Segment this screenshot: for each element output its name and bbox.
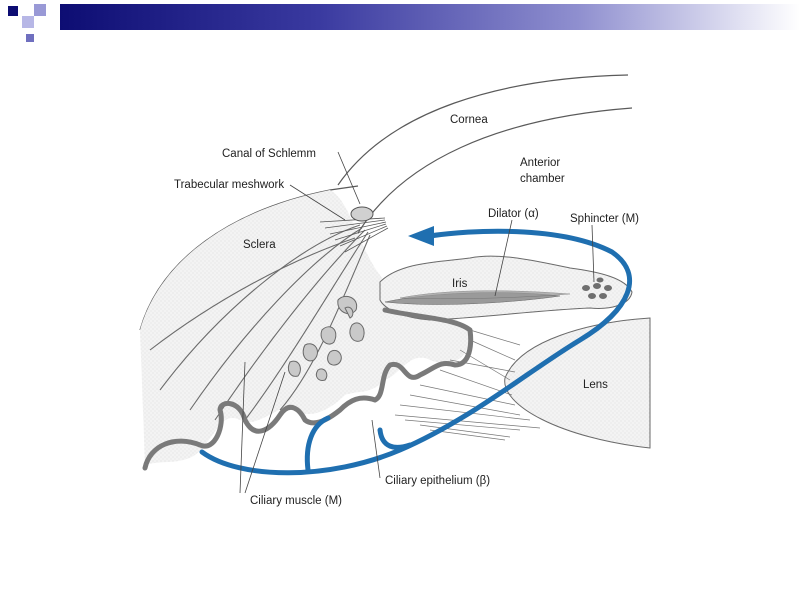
- label-anterior-chamber-line1: Anterior: [520, 157, 560, 169]
- label-canal-of-schlemm: Canal of Schlemm: [222, 148, 316, 160]
- label-trabecular-meshwork: Trabecular meshwork: [174, 179, 284, 191]
- aqueous-humor-flow-arrow-icon: [199, 228, 632, 476]
- header-gradient-band: [60, 4, 800, 30]
- header-square-light: [22, 16, 34, 28]
- ciliary-vessels: [287, 295, 365, 381]
- label-cornea: Cornea: [450, 114, 488, 126]
- lens-shape: [504, 317, 651, 449]
- canal-of-schlemm-shape: [350, 206, 374, 222]
- label-ciliary-epithelium: Ciliary epithelium (β): [385, 475, 490, 487]
- label-dilator: Dilator (α): [488, 208, 539, 220]
- label-sphincter: Sphincter (M): [570, 213, 639, 225]
- dilator-muscle: [384, 290, 571, 305]
- slide-header-bar: [0, 0, 800, 48]
- label-iris: Iris: [452, 278, 468, 290]
- leader-lines: [239, 151, 595, 494]
- label-sclera: Sclera: [243, 239, 276, 251]
- header-square-mid: [34, 4, 46, 16]
- header-square-small: [26, 34, 34, 42]
- label-ciliary-muscle: Ciliary muscle (M): [250, 495, 342, 507]
- header-square-dark: [8, 6, 18, 16]
- ciliary-body-tissue: [140, 190, 471, 465]
- ciliary-epithelium-fold: [142, 307, 474, 471]
- cornea-inner-surface: [354, 107, 633, 239]
- label-anterior-chamber-line2: chamber: [520, 173, 565, 185]
- sphincter-muscle: [582, 277, 612, 299]
- flow-arrowhead: [408, 226, 434, 246]
- trabecular-meshwork-lines: [319, 217, 389, 253]
- cornea-outer-surface: [337, 74, 629, 186]
- label-lens: Lens: [583, 379, 608, 391]
- ciliary-muscle-fibers: [149, 224, 371, 421]
